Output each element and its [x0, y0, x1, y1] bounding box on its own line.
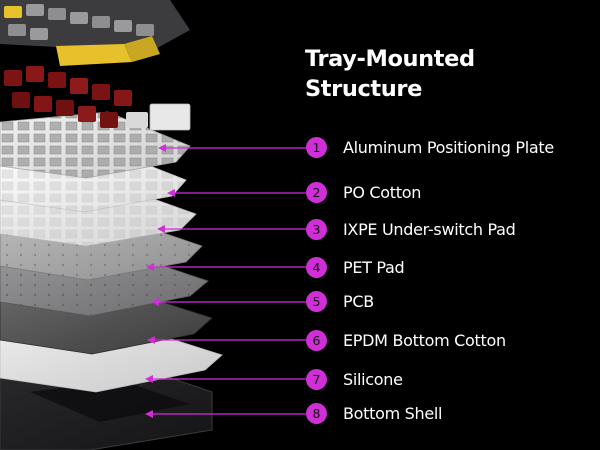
switches-row: [4, 66, 191, 131]
aluminum-plate-layer: [0, 111, 191, 179]
callout-lines: [150, 147, 306, 415]
diagram-title: Tray-Mounted Structure: [305, 44, 475, 104]
keycaps-row: [0, 0, 190, 66]
title-line-2: Structure: [305, 76, 422, 102]
title-line-1: Tray-Mounted: [305, 46, 475, 72]
callout-arrow-tips: [145, 144, 175, 418]
